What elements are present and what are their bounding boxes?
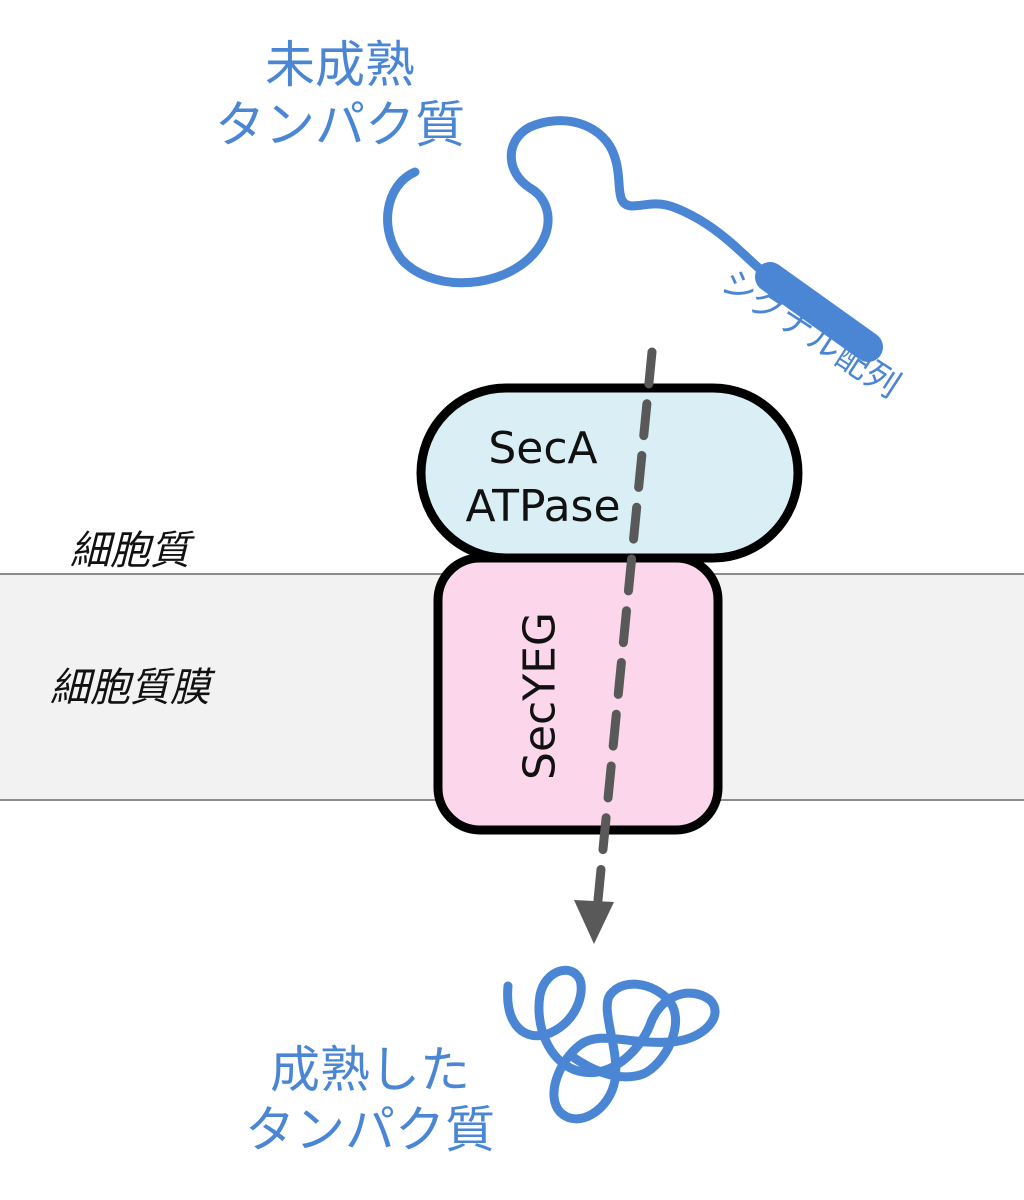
immature-protein-label-line2: タンパク質	[215, 96, 465, 154]
translocation-path-dashed	[593, 347, 657, 905]
mature-protein-label: 成熟した タンパク質	[225, 1040, 515, 1160]
seca-label-line2: ATPase	[465, 481, 621, 532]
seca-label-line1: SecA	[488, 423, 598, 474]
seca-atpase	[416, 383, 803, 563]
membrane-label: 細胞質膜	[50, 665, 210, 711]
signal-sequence-block	[755, 262, 883, 362]
immature-protein-strand	[383, 116, 773, 288]
mature-protein-coil	[503, 965, 720, 1124]
immature-protein-label: 未成熟 タンパク質	[200, 35, 480, 155]
secyeg-channel	[433, 553, 723, 835]
seca-atpase-label: SecA ATPase	[420, 420, 666, 536]
secyeg-label: SecYEG	[514, 612, 566, 780]
translocation-arrowhead	[574, 900, 614, 944]
immature-protein-label-line1: 未成熟	[265, 36, 415, 94]
cytoplasm-label: 細胞質	[70, 528, 190, 574]
mature-protein-label-line2: タンパク質	[245, 1101, 495, 1159]
mature-protein-label-line1: 成熟した	[270, 1041, 470, 1099]
